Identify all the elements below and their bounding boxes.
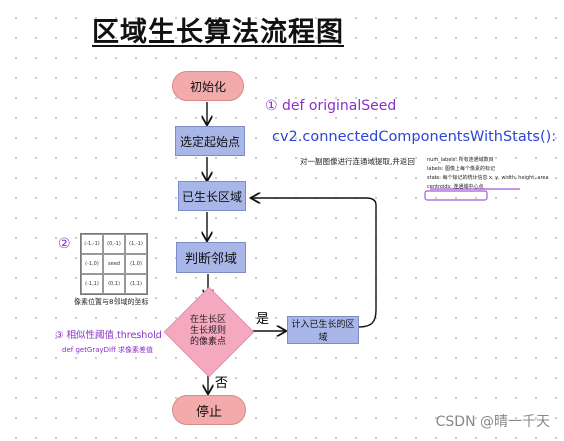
grid-cell: (-1,-1): [81, 234, 103, 254]
judge-neighborhood-node: 判断邻域: [176, 242, 246, 273]
add-region-node: 计入已生长的区域: [287, 316, 359, 344]
note-1-returns: num_labels: 所有连通域数目 labels: 图像上每个像素的标记 s…: [427, 156, 549, 192]
select-seed-node: 选定起始点: [175, 126, 245, 156]
note-1-code: cv2.connectedComponentsWithStats():: [272, 129, 557, 145]
note-2-caption: 像素位置与8邻域的坐标: [74, 298, 149, 306]
grid-cell: (-1,1): [81, 274, 103, 294]
condition-diamond: 在生长区 生长规则 的像素点: [163, 286, 255, 378]
note-3-title: ③ 相似性阈值 threshold: [55, 330, 162, 341]
init-node: 初始化: [172, 71, 244, 101]
grid-cell: (0,1): [103, 274, 125, 294]
return-stats: stats: 每个标记的统计信息 x, y, width, height, ar…: [427, 175, 549, 181]
grown-region-node: 已生长区域: [178, 181, 246, 211]
return-num-labels: num_labels: 所有连通域数目: [427, 157, 494, 163]
watermark: CSDN @晴一千天: [435, 414, 550, 430]
no-label: 否: [215, 376, 229, 391]
grid-cell-seed: seed: [103, 254, 125, 274]
note-3-sub: def getGrayDiff 求像素差值: [62, 346, 154, 354]
note-1-title: ① def originalSeed: [265, 98, 397, 114]
stop-node: 停止: [172, 395, 246, 425]
return-centroids: centroids: 连通域中心点: [427, 184, 484, 190]
return-labels: labels: 图像上每个像素的标记: [427, 166, 495, 172]
grid-cell: (1,0): [125, 254, 147, 274]
grid-cell: (1,-1): [125, 234, 147, 254]
yes-label: 是: [256, 312, 270, 327]
arrow-add-grow: [252, 198, 377, 328]
note-highlight-box: [424, 190, 488, 201]
note-2-number: ②: [58, 236, 71, 252]
neighbor-grid: (-1,-1) (0,-1) (1,-1) (-1,0) seed (1,0) …: [80, 233, 148, 295]
grid-cell: (1,1): [125, 274, 147, 294]
page-title: 区域生长算法流程图: [92, 17, 344, 48]
condition-text: 在生长区 生长规则 的像素点: [189, 314, 226, 347]
note-1-desc: 对一副图像进行连通域提取,并返回: [300, 157, 415, 166]
grid-cell: (-1,0): [81, 254, 103, 274]
grid-cell: (0,-1): [103, 234, 125, 254]
